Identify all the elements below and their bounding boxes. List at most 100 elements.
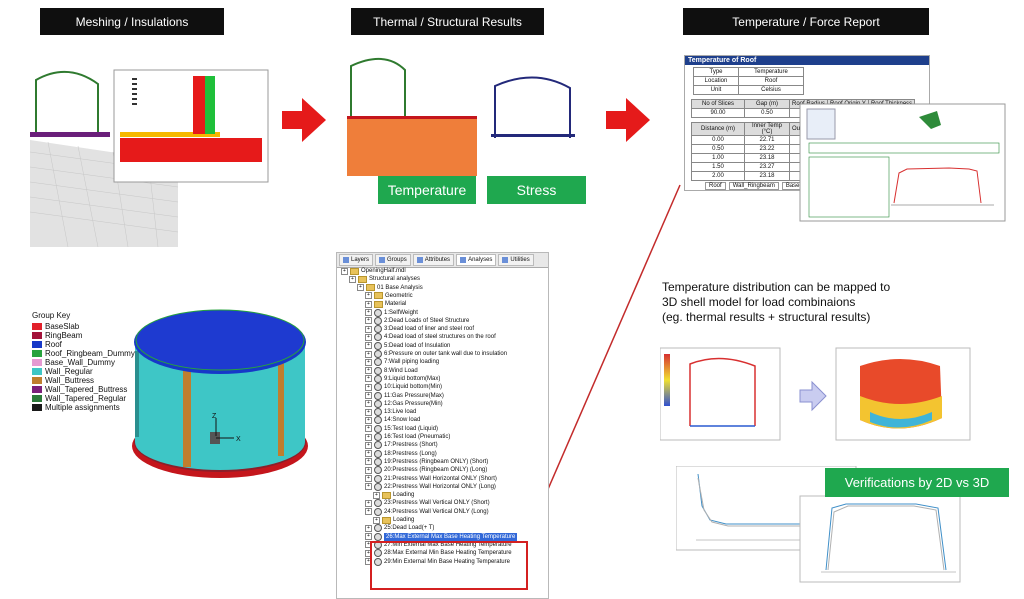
expand-icon[interactable]: + [365, 524, 372, 532]
expand-icon[interactable]: + [365, 499, 372, 507]
expand-icon[interactable]: + [365, 375, 372, 383]
tree-row[interactable]: +OpeningHalf.mdl [341, 267, 406, 275]
group-key-item: Roof_Ringbeam_Dummy [32, 349, 135, 358]
expand-icon[interactable]: + [365, 325, 372, 333]
sheet-tab[interactable]: Roof [705, 182, 726, 190]
expand-icon[interactable]: + [365, 475, 372, 482]
sheet-tab[interactable]: Wall_Ringbeam [728, 182, 779, 190]
expand-icon[interactable]: + [341, 267, 348, 275]
expand-icon[interactable]: + [365, 358, 372, 366]
expand-icon[interactable]: + [365, 400, 372, 408]
expand-icon[interactable]: + [365, 408, 372, 416]
tree-row[interactable]: +2:Dead Loads of Steel Structure [365, 316, 469, 325]
analysis-icon [374, 549, 382, 558]
tree-row[interactable]: +Loading [373, 516, 414, 524]
tree-row[interactable]: +Geometric [365, 292, 413, 300]
tree-row-label: 9:Liquid bottom(Max) [384, 375, 441, 382]
cell: Roof [738, 76, 804, 86]
tree-row[interactable]: +Loading [373, 491, 414, 499]
tree-row[interactable]: +5:Dead load of Insulation [365, 341, 450, 350]
expand-icon[interactable]: + [365, 458, 372, 466]
tree-row[interactable]: +29:Min External Min Base Heating Temper… [365, 557, 510, 566]
tab-analyses[interactable]: Analyses [456, 254, 497, 266]
expand-icon[interactable]: + [365, 433, 372, 441]
group-key-item: RingBeam [32, 331, 135, 340]
expand-icon[interactable]: + [365, 367, 372, 375]
temperature-button[interactable]: Temperature [378, 176, 476, 204]
expand-icon[interactable]: + [365, 292, 372, 300]
tree-row[interactable]: +Material [365, 300, 406, 308]
expand-icon[interactable]: + [365, 450, 372, 458]
tab-utilities[interactable]: Utilities [498, 254, 534, 266]
verifications-button[interactable]: Verifications by 2D vs 3D [825, 468, 1009, 497]
header-meshing: Meshing / Insulations [40, 8, 224, 35]
tree-row[interactable]: +14:Snow load [365, 416, 421, 425]
tree-row[interactable]: +24:Prestress Wall Vertical ONLY (Long) [365, 507, 489, 516]
tab-groups[interactable]: Groups [375, 254, 411, 266]
tree-row[interactable]: +Structural analyses [349, 275, 420, 283]
tree-row[interactable]: +1:SelfWeight [365, 308, 418, 317]
tree-row[interactable]: +13:Live load [365, 408, 416, 417]
tree-row[interactable]: +21:Prestress Wall Horizontal ONLY (Shor… [365, 474, 497, 483]
utilities-icon [502, 257, 509, 263]
expand-icon[interactable]: + [365, 508, 372, 516]
tree-row[interactable]: +23:Prestress Wall Vertical ONLY (Short) [365, 499, 490, 508]
expand-icon[interactable]: + [365, 383, 372, 391]
analysis-icon [374, 416, 382, 425]
highlight-box [370, 541, 528, 590]
expand-icon[interactable]: + [373, 516, 380, 524]
tree-row[interactable]: +25:Dead Load(+ T) [365, 524, 434, 533]
layers-icon [343, 257, 349, 263]
cell: 0.50 [744, 108, 790, 118]
tree-row[interactable]: +8:Wind Load [365, 366, 418, 375]
expand-icon[interactable]: + [365, 483, 372, 491]
folder-icon [382, 516, 391, 524]
tree-row[interactable]: +26:Max External Max Base Heating Temper… [365, 532, 518, 541]
tree-row[interactable]: +7:Wall piping loading [365, 358, 439, 367]
tree-row[interactable]: +3:Dead load of liner and steel roof [365, 325, 474, 334]
tree-row[interactable]: +9:Liquid bottom(Max) [365, 374, 441, 383]
analysis-icon [374, 433, 382, 441]
expand-icon[interactable]: + [365, 317, 372, 325]
expand-icon[interactable]: + [365, 466, 372, 474]
group-key-label: BaseSlab [45, 322, 80, 331]
tree-row[interactable]: +10:Liquid bottom(Min) [365, 383, 442, 392]
expand-icon[interactable]: + [373, 491, 380, 499]
expand-icon[interactable]: + [365, 350, 372, 358]
svg-text:Z: Z [212, 413, 217, 420]
expand-icon[interactable]: + [365, 300, 372, 308]
tree-row[interactable]: +17:Prestress (Short) [365, 441, 438, 450]
expand-icon[interactable]: + [365, 392, 372, 399]
expand-icon[interactable]: + [365, 416, 372, 424]
tree-row[interactable]: +22:Prestress Wall Horizontal ONLY (Long… [365, 482, 496, 491]
tree-row[interactable]: +4:Dead load of steel structures on the … [365, 333, 496, 342]
tree-row[interactable]: +15:Test load (Liquid) [365, 424, 438, 433]
tree-row[interactable]: +11:Gas Pressure(Max) [365, 391, 444, 400]
tree-row[interactable]: +01 Base Analysis [357, 284, 423, 292]
expand-icon[interactable]: + [365, 533, 372, 541]
tree-row-label: 16:Test load (Pneumatic) [384, 434, 451, 440]
tree-row[interactable]: +16:Test load (Pneumatic) [365, 433, 450, 441]
expand-icon[interactable]: + [365, 333, 372, 341]
tree-row[interactable]: +20:Prestress (Ringbeam ONLY) (Long) [365, 466, 487, 475]
expand-icon[interactable]: + [365, 342, 372, 350]
tree-row[interactable]: +19:Prestress (Ringbeam ONLY) (Short) [365, 457, 488, 466]
cell: Gap (m) [744, 99, 790, 109]
cell: Location [693, 76, 739, 86]
group-key: Group Key BaseSlab RingBeam Roof Roof_Ri… [32, 311, 135, 412]
tab-layers[interactable]: Layers [339, 254, 374, 266]
expand-icon[interactable]: + [365, 309, 372, 316]
folder-icon [366, 284, 375, 292]
tab-attributes[interactable]: Attributes [412, 254, 455, 266]
cell: 23.27 [744, 162, 790, 172]
expand-icon[interactable]: + [365, 425, 372, 433]
expand-icon[interactable]: + [349, 275, 356, 283]
tree-row[interactable]: +12:Gas Pressure(Min) [365, 399, 443, 408]
analysis-icon [374, 341, 382, 350]
tree-row[interactable]: +18:Prestress (Long) [365, 449, 437, 458]
stress-button[interactable]: Stress [487, 176, 586, 204]
expand-icon[interactable]: + [365, 441, 372, 449]
expand-icon[interactable]: + [357, 284, 364, 292]
tree-row[interactable]: +6:Pressure on outer tank wall due to in… [365, 350, 507, 358]
tree-row-label: 14:Snow load [384, 417, 421, 424]
